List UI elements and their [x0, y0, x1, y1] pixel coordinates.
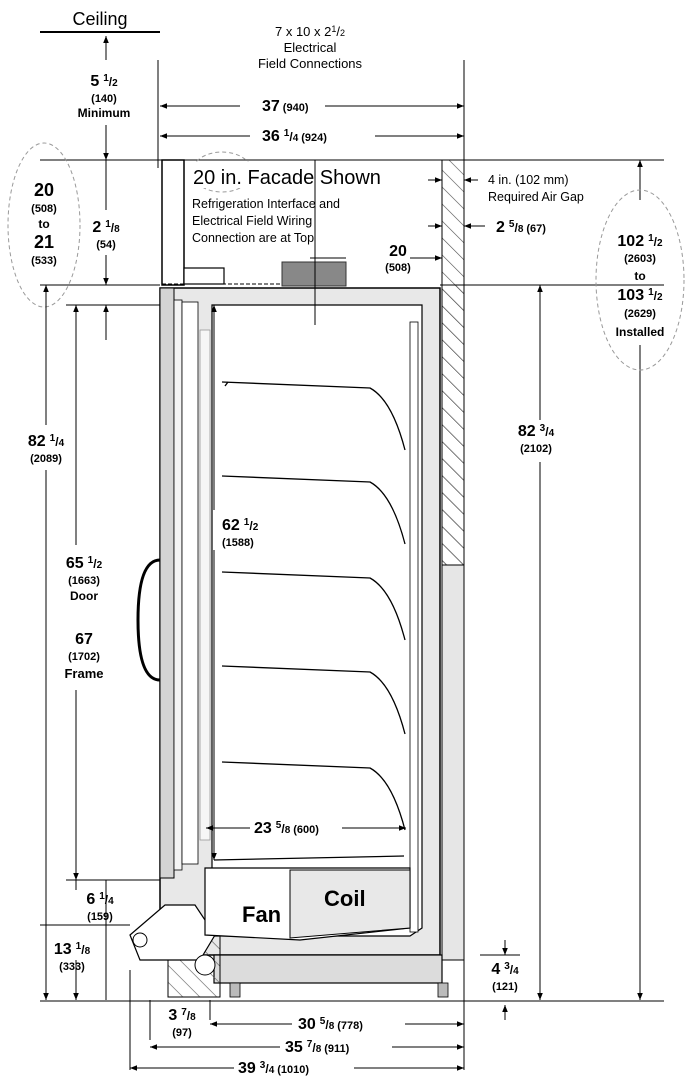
dim-top-width: 37(940) [160, 98, 464, 115]
svg-text:25/8(67): 25/8(67) [496, 219, 546, 236]
svg-text:131/8: 131/8 [54, 941, 91, 958]
svg-text:393/4(1010): 393/4(1010) [238, 1060, 309, 1077]
svg-text:21/8: 21/8 [92, 219, 120, 236]
svg-text:(1702): (1702) [68, 651, 100, 663]
svg-text:21: 21 [34, 232, 54, 252]
svg-text:(1588): (1588) [222, 537, 254, 549]
svg-text:621/2: 621/2 [222, 517, 259, 534]
svg-text:235/8(600): 235/8(600) [254, 820, 319, 837]
svg-text:Field Connections: Field Connections [258, 56, 363, 71]
svg-text:(1663): (1663) [68, 575, 100, 587]
svg-text:(140): (140) [91, 93, 117, 105]
door-handle [136, 558, 161, 682]
svg-text:Connection are at Top: Connection are at Top [192, 231, 314, 245]
extension-lines [40, 60, 664, 1070]
svg-text:7 x 10 x 21/2: 7 x 10 x 21/2 [275, 24, 345, 39]
facade-callout: 20 in. Facade Shown Refrigeration Interf… [190, 151, 392, 325]
cabinet-body [129, 287, 449, 998]
svg-text:(54): (54) [96, 239, 116, 251]
dim-box-width: 20 (508) [310, 243, 442, 274]
evaporator [204, 867, 411, 941]
electrical-note: 7 x 10 x 21/2 Electrical Field Connectio… [258, 24, 363, 71]
facade-title: 20 in. Facade Shown [193, 167, 381, 189]
svg-text:(333): (333) [59, 961, 85, 973]
svg-text:(533): (533) [31, 255, 57, 267]
svg-text:357/8(911): 357/8(911) [285, 1039, 350, 1056]
svg-text:Minimum: Minimum [78, 106, 131, 120]
svg-text:361/4(924): 361/4(924) [262, 128, 327, 145]
svg-text:Installed: Installed [616, 325, 665, 339]
svg-text:Frame: Frame [64, 666, 103, 681]
svg-text:37(940): 37(940) [262, 98, 309, 115]
svg-text:Electrical Field Wiring: Electrical Field Wiring [192, 214, 312, 228]
svg-text:(97): (97) [172, 1027, 192, 1039]
svg-text:to: to [634, 269, 645, 283]
svg-text:(2102): (2102) [520, 443, 552, 455]
svg-text:43/4: 43/4 [491, 961, 519, 978]
ceiling: Ceiling [40, 9, 160, 33]
svg-text:37/8: 37/8 [168, 1007, 196, 1024]
electrical-box [281, 261, 347, 287]
svg-text:Door: Door [70, 589, 98, 603]
svg-text:Electrical: Electrical [284, 40, 337, 55]
svg-text:4 in. (102 mm): 4 in. (102 mm) [488, 173, 569, 187]
ceiling-label: Ceiling [72, 9, 127, 29]
dim-facade-range: 20 (508) to 21 (533) [7, 142, 81, 308]
svg-text:823/4: 823/4 [518, 423, 555, 440]
svg-text:(2089): (2089) [30, 453, 62, 465]
svg-text:651/2: 651/2 [66, 555, 103, 572]
svg-text:(508): (508) [31, 203, 57, 215]
svg-text:821/4: 821/4 [28, 433, 65, 450]
air-gap-callout: 4 in. (102 mm) Required Air Gap [428, 173, 584, 204]
coil-label: Coil [324, 886, 366, 911]
svg-text:(159): (159) [87, 911, 113, 923]
svg-text:305/8(778): 305/8(778) [298, 1016, 363, 1033]
shelves [213, 381, 406, 861]
svg-text:20: 20 [389, 243, 407, 260]
svg-text:Refrigeration Interface and: Refrigeration Interface and [192, 197, 340, 211]
fan-label: Fan [242, 902, 281, 927]
svg-text:(2629): (2629) [624, 308, 656, 320]
svg-text:Required Air Gap: Required Air Gap [488, 190, 584, 204]
svg-text:20: 20 [34, 180, 54, 200]
svg-text:(508): (508) [385, 262, 411, 274]
svg-text:(2603): (2603) [624, 253, 656, 265]
rear-wall [441, 159, 465, 961]
svg-text:(121): (121) [492, 981, 518, 993]
svg-text:61/4: 61/4 [86, 891, 114, 908]
svg-text:67: 67 [75, 631, 93, 648]
svg-text:51/2: 51/2 [90, 73, 118, 90]
svg-text:to: to [38, 217, 49, 231]
